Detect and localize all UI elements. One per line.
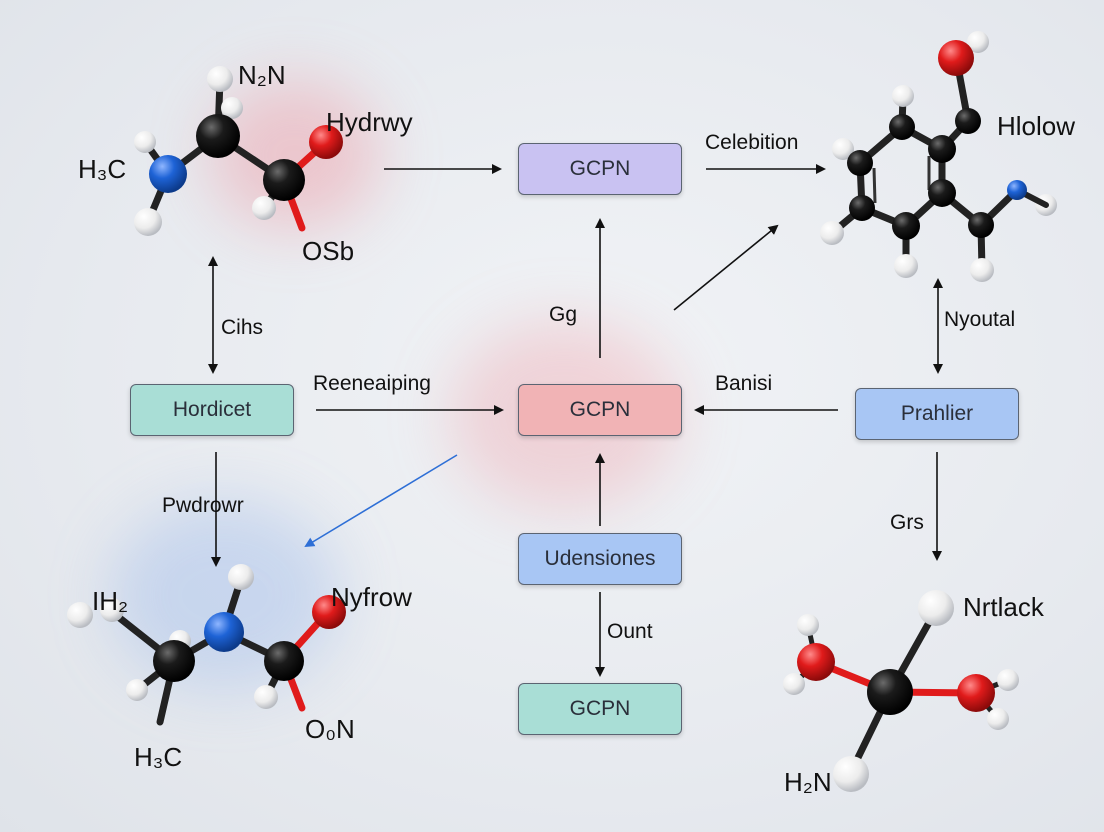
edge-label-nyoutal: Nyoutal xyxy=(944,308,1016,331)
mol-label-hydrwy: Hydrwy xyxy=(326,107,413,137)
atom-carbon xyxy=(847,150,873,176)
atom-hydrogen xyxy=(783,673,805,695)
node-gcpn-bottom-label: GCPN xyxy=(569,697,631,720)
edge-label-pwdrowr: Pwdrowr xyxy=(162,494,244,517)
atom-carbon xyxy=(196,114,240,158)
molecule-bottom-right xyxy=(783,590,1019,792)
mol-label-h2n: H₂N xyxy=(784,767,832,797)
atom-oxygen xyxy=(938,40,974,76)
atom-hydrogen xyxy=(970,258,994,282)
atom-hydrogen xyxy=(892,85,914,107)
atom-oxygen xyxy=(309,125,343,159)
mol-label-h3c-bottom: H₃C xyxy=(134,742,183,772)
mol-label-h3c-top: H₃C xyxy=(78,154,127,184)
edge-label-ount: Ount xyxy=(607,620,653,643)
mol-label-ih2: IH₂ xyxy=(92,586,129,616)
atom-carbon xyxy=(928,135,956,163)
molecule-bottom-left xyxy=(67,564,346,726)
molecule-top-right xyxy=(820,31,1057,282)
atom-carbon xyxy=(264,641,304,681)
atom-carbon xyxy=(892,212,920,240)
node-prahlier[interactable]: Prahlier xyxy=(855,388,1019,440)
edge-label-gg: Gg xyxy=(549,303,578,326)
node-hordicet[interactable]: Hordicet xyxy=(130,384,294,436)
atom-hydrogen xyxy=(134,208,162,236)
atom-hydrogen xyxy=(228,564,254,590)
node-gcpn-top[interactable]: GCPN xyxy=(518,143,682,195)
atom-oxygen xyxy=(957,674,995,712)
edge-label-celebition: Celebition xyxy=(705,131,799,154)
atom-hydrogen xyxy=(126,679,148,701)
node-prahlier-label: Prahlier xyxy=(900,402,974,425)
atom-hydrogen xyxy=(833,756,869,792)
atom-oxygen xyxy=(797,643,835,681)
mol-label-hlolow: Hlolow xyxy=(997,111,1076,141)
atom-hydrogen xyxy=(254,685,278,709)
atom-hydrogen xyxy=(820,221,844,245)
atom-carbon xyxy=(867,669,913,715)
atom-hydrogen xyxy=(252,196,276,220)
atom-hydrogen xyxy=(100,598,124,622)
atom-hydrogen xyxy=(918,590,954,626)
molecule-top-left xyxy=(134,66,343,236)
atom-hydrogen xyxy=(797,614,819,636)
atom-hydrogen xyxy=(894,254,918,278)
node-udensiones[interactable]: Udensiones xyxy=(518,533,682,585)
mol-label-osb: OSb xyxy=(302,236,355,266)
edge-label-grs: Grs xyxy=(890,511,924,534)
atom-hydrogen xyxy=(832,138,854,160)
atom-hydrogen xyxy=(207,66,233,92)
atom-carbon xyxy=(955,108,981,134)
atom-carbon xyxy=(263,159,305,201)
atom-nitrogen xyxy=(1007,180,1027,200)
node-hordicet-label: Hordicet xyxy=(172,398,252,421)
node-gcpn-middle[interactable]: GCPN xyxy=(518,384,682,436)
edge-label-cihs: Cihs xyxy=(221,316,264,339)
atom-nitrogen xyxy=(204,612,244,652)
mol-label-o0n: O₀N xyxy=(305,714,355,744)
node-gcpn-top-label: GCPN xyxy=(569,157,631,180)
mol-label-nrtlack: Nrtlack xyxy=(963,592,1044,622)
arrow-diagonal-to-hlolow xyxy=(673,224,779,311)
atom-carbon xyxy=(968,212,994,238)
atom-carbon xyxy=(153,640,195,682)
atom-hydrogen xyxy=(997,669,1019,691)
atom-oxygen xyxy=(312,595,346,629)
node-gcpn-middle-label: GCPN xyxy=(569,398,631,421)
atom-hydrogen xyxy=(134,131,156,153)
atom-hydrogen xyxy=(67,602,93,628)
mol-label-nyfrow: Nyfrow xyxy=(331,582,412,612)
atom-hydrogen xyxy=(967,31,989,53)
atom-hydrogen xyxy=(221,97,243,119)
edge-label-banisi: Banisi xyxy=(715,372,773,395)
atom-hydrogen xyxy=(987,708,1009,730)
edge-label-reeneaiping: Reeneaiping xyxy=(313,372,431,395)
node-udensiones-label: Udensiones xyxy=(544,547,656,570)
atom-nitrogen xyxy=(149,155,187,193)
arrow-blue-diagonal xyxy=(304,454,458,548)
mol-label-n2n: N₂N xyxy=(238,60,286,90)
node-gcpn-bottom[interactable]: GCPN xyxy=(518,683,682,735)
atom-carbon xyxy=(889,114,915,140)
atom-carbon xyxy=(928,179,956,207)
atom-carbon xyxy=(849,195,875,221)
